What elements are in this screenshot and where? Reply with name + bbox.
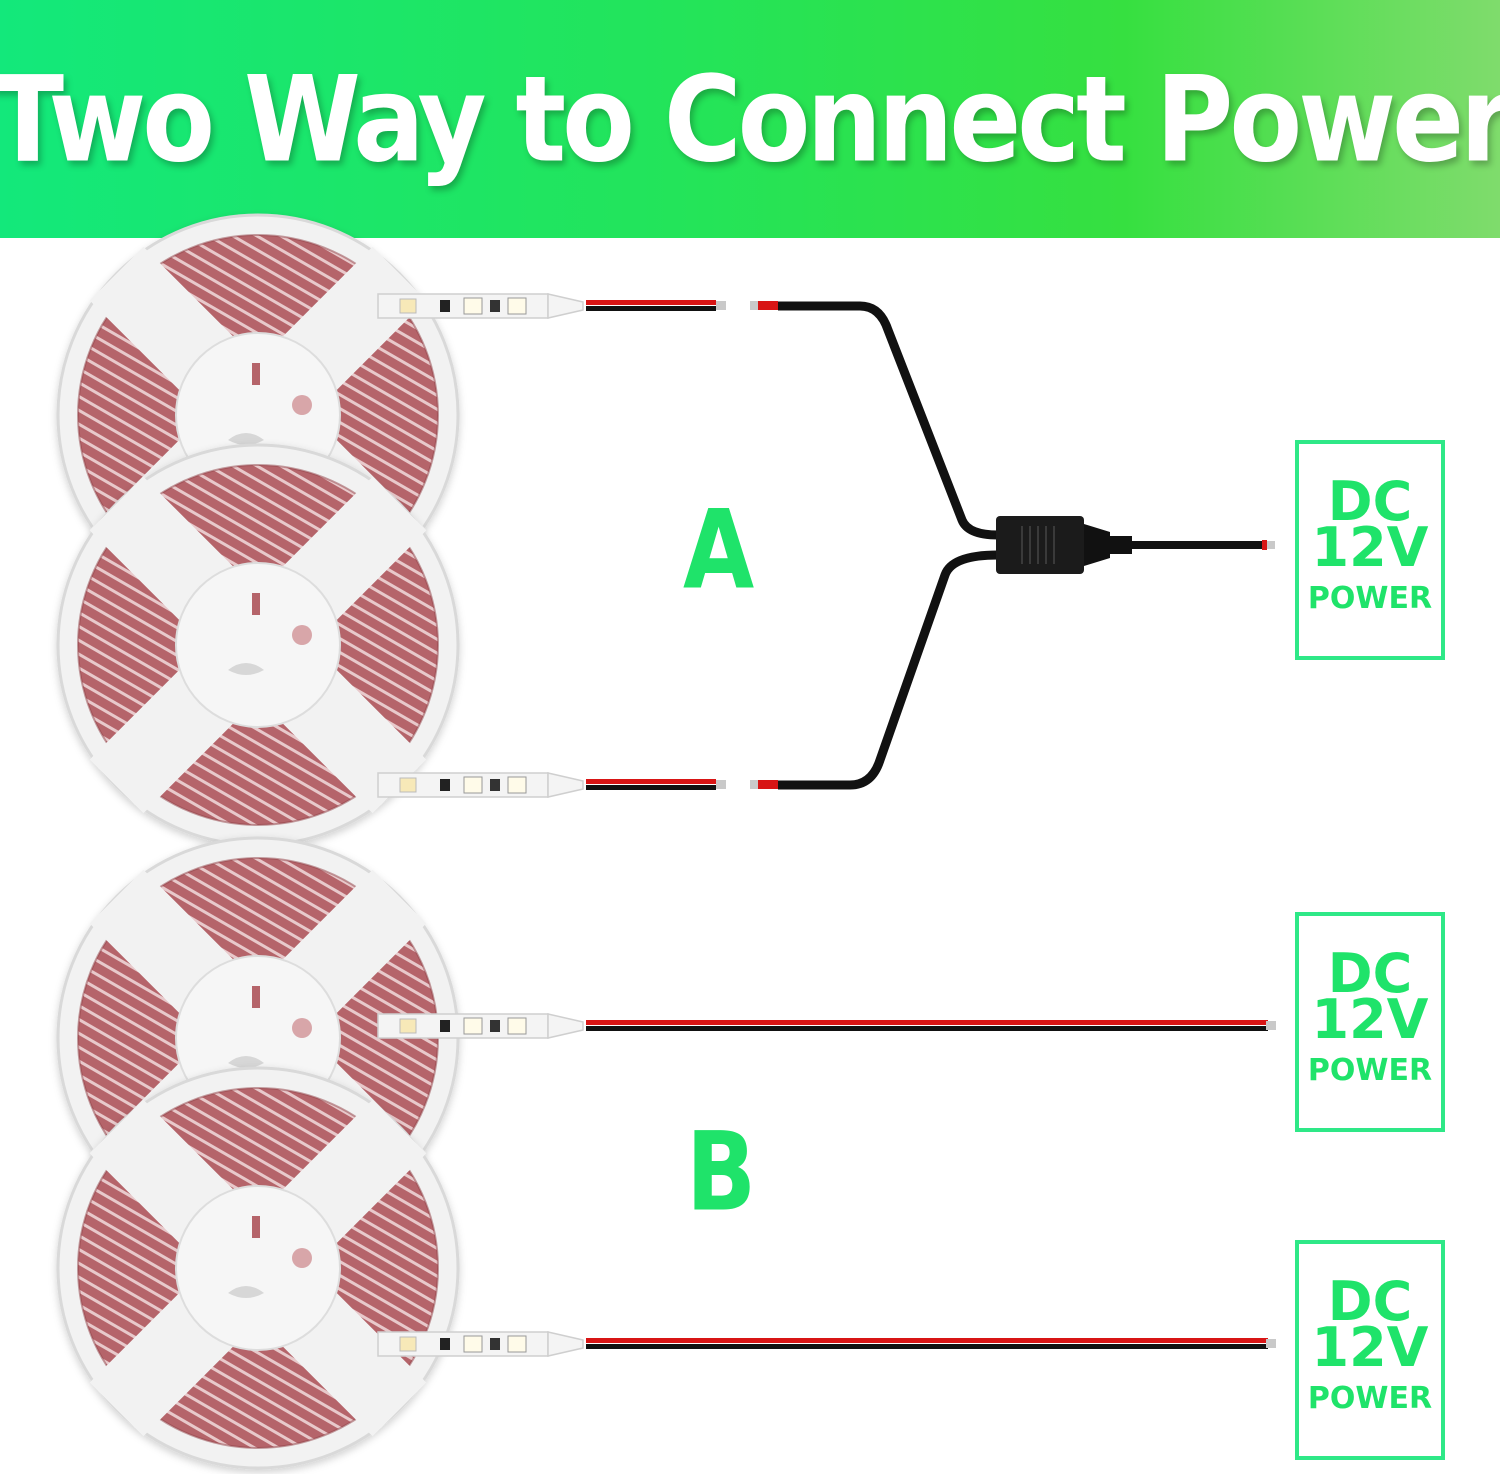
lead-wire [586,300,726,311]
power-box-icon: DC 12V POWER [1295,912,1445,1132]
header-banner: Two Way to Connect Power [0,0,1500,238]
led-strip-end [377,772,584,798]
page-title: Two Way to Connect Power [0,50,1500,188]
power-box-label: POWER [1307,581,1433,616]
lead-wire [586,779,726,790]
power-box-voltage: 12V [1311,516,1429,579]
led-strip-reel-icon [58,1068,458,1468]
power-box-dc: DC [1327,942,1413,1005]
lead-wire [586,1020,1276,1031]
splitter-connector-icon [996,516,1275,574]
lead-wire [586,1338,1276,1349]
section-label-a: A [683,487,755,614]
section-label-b: B [686,1109,757,1236]
led-strip-end [377,1013,584,1039]
power-box-dc: DC [1327,1270,1413,1333]
power-box-voltage: 12V [1311,1316,1429,1379]
power-box-label: POWER [1307,1381,1433,1416]
power-box-dc: DC [1327,470,1413,533]
power-box-icon: DC 12V POWER [1295,1240,1445,1460]
power-box-label: POWER [1307,1053,1433,1088]
splitter-cable [750,301,999,790]
power-box-voltage: 12V [1311,988,1429,1051]
led-strip-end [377,293,584,319]
led-strip-end [377,1331,584,1357]
power-box-icon: DC 12V POWER [1295,440,1445,660]
